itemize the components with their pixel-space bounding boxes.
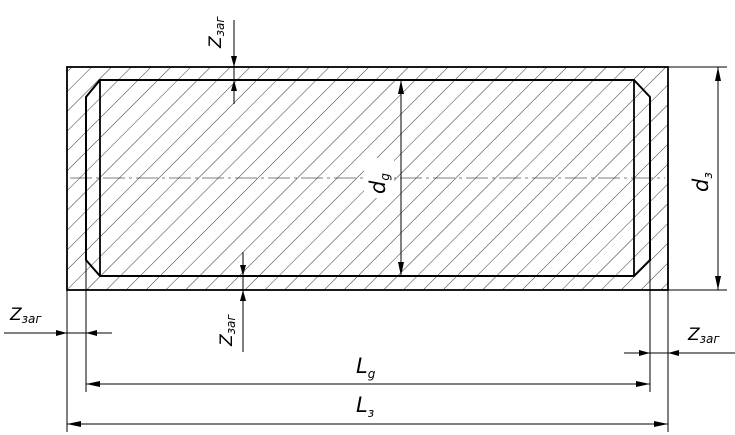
allowance-top-arrow-up xyxy=(231,80,237,91)
part-length-label: Lg xyxy=(356,354,376,381)
allowance-top-arrow-down xyxy=(231,56,237,67)
allowance-bottom-arrow-up xyxy=(240,290,246,301)
blank-length-label: Lз xyxy=(356,393,374,420)
part-diameter-label: dg xyxy=(366,173,392,194)
part-diameter-label-bg xyxy=(364,158,394,198)
part-diameter-arrow-bottom xyxy=(398,262,404,276)
allowance-bottom-arrow-down xyxy=(240,265,246,276)
allowance-left-arrow-left xyxy=(86,330,97,336)
blank-diameter-arrow-top xyxy=(715,67,721,81)
part-length-arrow-right xyxy=(636,381,650,387)
allowance-right-arrow-right xyxy=(639,350,650,356)
blank-diameter-label: dз xyxy=(689,172,715,192)
blank-diameter-arrow-bottom xyxy=(715,276,721,290)
allowance-left-label: Zзаг xyxy=(9,305,42,326)
blank-length-arrow-right xyxy=(654,421,668,427)
allowance-left-arrow-right xyxy=(56,330,67,336)
blank-length-arrow-left xyxy=(67,421,81,427)
allowance-right-arrow-left xyxy=(668,350,679,356)
allowance-right-label: Zзаг xyxy=(687,325,720,346)
allowance-bottom-label: Zзаг xyxy=(217,314,238,347)
allowance-top-label: Zзаг xyxy=(206,16,227,49)
part-length-arrow-left xyxy=(86,381,100,387)
part-diameter-arrow-top xyxy=(398,80,404,94)
